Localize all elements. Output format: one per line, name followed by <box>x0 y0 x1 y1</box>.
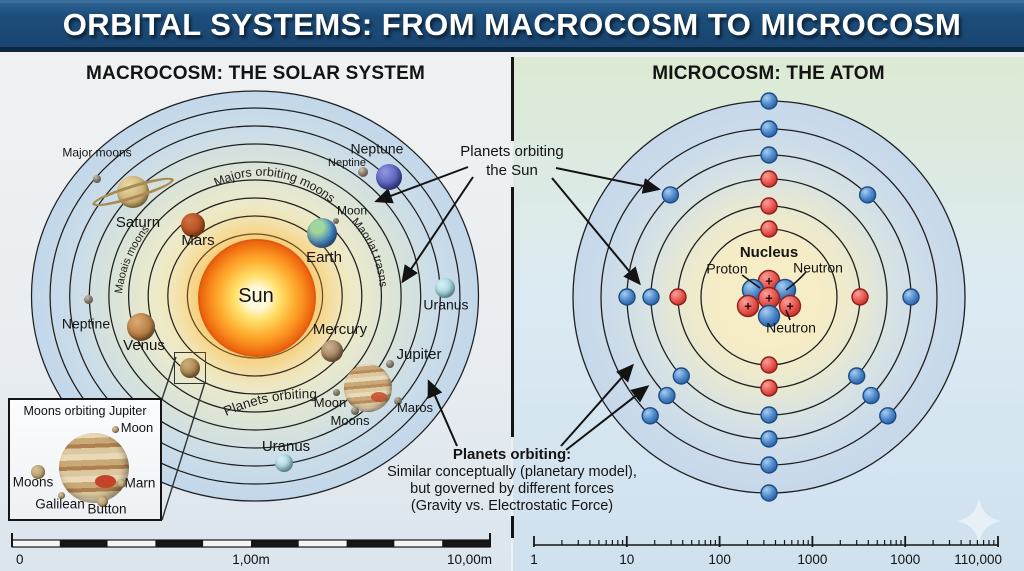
electron <box>760 484 778 502</box>
orbit-ring <box>186 233 324 359</box>
callout-arrow <box>427 379 458 447</box>
nucleus: + + + + <box>736 269 802 328</box>
orbit-ring <box>167 215 343 377</box>
comparison-note-line1: Similar conceptually (planetary model), <box>387 463 637 480</box>
right-panel-title: MICROCOSM: THE ATOM <box>652 63 885 84</box>
red-particle <box>760 170 778 188</box>
planets-orbiting-sun-callout: Planets orbiting the Sun <box>460 143 563 181</box>
axis-label-1000: 1000 <box>890 552 920 567</box>
scale-segment <box>251 540 299 547</box>
plus-sign: + <box>765 274 773 289</box>
neutron-bottom-leader-line <box>785 309 791 321</box>
electron <box>760 146 778 164</box>
callout-line1: Planets orbiting <box>460 143 564 160</box>
electron <box>641 407 659 425</box>
inset-projection-lines <box>161 356 206 521</box>
plus-sign: + <box>744 299 752 314</box>
callout-arrows <box>374 166 661 451</box>
callout-arrow <box>401 176 474 284</box>
axis-label-100: 100 <box>708 552 731 567</box>
red-particle <box>669 288 687 306</box>
jupiter-inset-image <box>59 433 129 503</box>
red-particle <box>760 220 778 238</box>
electron <box>902 288 920 306</box>
plus-sign: + <box>786 299 794 314</box>
callout-arrow <box>555 167 661 194</box>
inset-title: Moons orbiting Jupiter <box>23 404 147 418</box>
callout-arrow <box>560 363 634 447</box>
callout-arrow <box>551 177 641 286</box>
proton-leader-line <box>741 274 761 289</box>
panel-divider <box>511 187 514 437</box>
electron <box>760 430 778 448</box>
electron <box>672 367 690 385</box>
electron <box>879 407 897 425</box>
comparison-note: Planets orbiting: Similar conceptually (… <box>347 446 677 515</box>
atom-orbits: + + + + <box>572 92 966 502</box>
red-particle <box>760 197 778 215</box>
comparison-note-line2: but governed by different forces <box>410 480 614 497</box>
electron <box>618 288 636 306</box>
electron <box>658 386 676 405</box>
axis-label-10: 10 <box>619 552 634 567</box>
orbit-ring <box>30 90 480 502</box>
panel-divider <box>511 57 514 141</box>
proton-particle <box>778 294 802 318</box>
inset-moon <box>96 495 108 507</box>
scale-label-1-00m: 1,00m <box>232 552 270 567</box>
sparkle-watermark-icon <box>957 499 1001 543</box>
electron <box>760 120 778 138</box>
scale-segment <box>12 540 60 547</box>
plus-sign: + <box>765 291 773 306</box>
orbit-ring <box>108 161 402 431</box>
scale-segment <box>59 540 108 547</box>
electron <box>661 186 680 204</box>
red-particle <box>851 288 869 306</box>
orbit-ring <box>127 179 383 413</box>
inset-moon <box>111 425 119 433</box>
right-log-axis: 1 10 100 1000 1000 110,000 <box>530 536 1002 567</box>
scale-segment <box>155 540 204 547</box>
scale-segment <box>107 540 156 547</box>
orbit-ring <box>49 107 461 485</box>
neutron-top-leader-line <box>785 271 807 291</box>
electron <box>760 456 778 474</box>
panel-divider <box>511 516 514 538</box>
electron <box>760 92 778 110</box>
axis-label-1: 1 <box>530 552 538 567</box>
inset-moon <box>31 465 45 479</box>
electron <box>848 367 866 385</box>
left-panel-title: MACROCOSM: THE SOLAR SYSTEM <box>86 63 425 84</box>
callout-line2: the Sun <box>486 161 538 179</box>
callout-arrow <box>374 166 469 204</box>
jupiter-inset-box: Moons orbiting Jupiter <box>8 398 162 521</box>
neutron-particle <box>757 304 781 328</box>
inset-moon <box>57 491 65 499</box>
scale-segment <box>442 540 490 547</box>
scale-segment <box>394 540 443 547</box>
left-scale-bar: 0 1,00m 10,00m <box>11 533 492 567</box>
scale-segment <box>203 540 251 547</box>
callout-arrow <box>565 385 650 451</box>
scale-label-0: 0 <box>16 552 24 567</box>
comparison-note-title: Planets orbiting: <box>452 446 572 463</box>
proton-particle <box>736 294 760 318</box>
electron <box>642 288 660 306</box>
scale-segment <box>298 540 347 547</box>
electron <box>862 386 880 405</box>
page-title: ORBITAL SYSTEMS: FROM MACROCOSM TO MICRO… <box>62 7 962 42</box>
scale-segment <box>346 540 395 547</box>
header-banner: ORBITAL SYSTEMS: FROM MACROCOSM TO MICRO… <box>0 0 1024 52</box>
inset-moon <box>116 478 126 488</box>
scale-label-10-00m: 10,00m <box>447 552 492 567</box>
axis-label-110-000: 110,000 <box>954 552 1002 567</box>
electron <box>760 406 778 424</box>
red-particle <box>760 356 778 374</box>
electron <box>858 186 877 204</box>
red-particle <box>760 379 778 397</box>
axis-label-1000: 1000 <box>797 552 827 567</box>
comparison-note-line3: (Gravity vs. Electrostatic Force) <box>410 497 614 514</box>
orbit-ring <box>147 197 363 395</box>
